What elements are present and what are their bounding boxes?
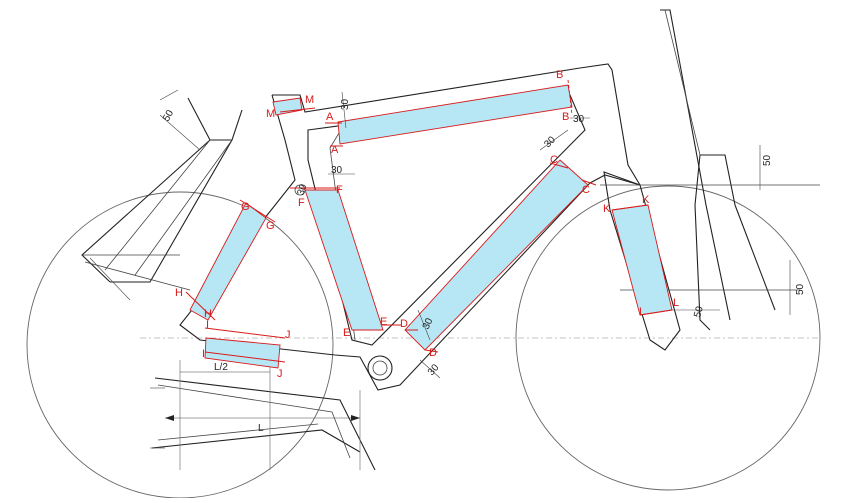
label-g-left: G [241, 201, 250, 213]
label-b-top: B [556, 69, 563, 81]
dim-length: L [258, 423, 264, 434]
label-j-bottom: J [277, 368, 283, 380]
seat-tube-zone [304, 189, 384, 331]
fork-zone [611, 204, 673, 316]
dim-30-bb-lower: 30 [426, 362, 442, 378]
label-g-right: G [266, 220, 275, 232]
label-b-bottom: B [562, 111, 569, 123]
dim-50-fork-bottom: 50 [795, 283, 806, 295]
label-j-top: J [285, 329, 291, 341]
dim-30-down-tube-top: 30 [542, 134, 558, 150]
dim-30-top-tube: 30 [340, 98, 351, 110]
chainstay-detail [150, 360, 376, 471]
label-l-right: L [673, 297, 679, 309]
label-a-bottom: A [331, 144, 339, 156]
label-c-bottom: C [582, 184, 590, 196]
label-m-right: M [305, 94, 314, 106]
dim-30-seat-tube: 30 [331, 165, 343, 176]
label-f-right: F [336, 184, 343, 196]
seat-stay-zone [189, 202, 267, 321]
front-wheel [515, 185, 821, 491]
dim-30-bb-upper: 30 [421, 316, 436, 331]
label-h-left: H [175, 287, 183, 299]
top-tube-zone [337, 84, 573, 145]
dimension-leaders [328, 91, 590, 379]
label-i-top: I [206, 319, 209, 331]
dim-50-rear: 50 [161, 108, 176, 124]
chainstay-zone [204, 337, 281, 369]
label-f-left: F [298, 197, 305, 209]
reference-lines [185, 79, 673, 363]
label-e-right: E [380, 316, 387, 328]
dim-half-length: L/2 [214, 362, 228, 373]
dim-50-fork-top: 50 [762, 154, 773, 166]
label-e-left: E [343, 327, 350, 339]
label-k-right: K [642, 194, 650, 206]
front-fork [600, 9, 820, 351]
label-d-top: D [400, 318, 408, 330]
seat-cluster-zone [272, 97, 303, 116]
point-labels: A A B B C C D D E E F F G G H H I I J J … [175, 69, 679, 380]
dim-30-seat-stay: 30 [295, 182, 309, 197]
dim-50-fork-mid: 50 [692, 305, 706, 319]
label-i-bottom: I [202, 348, 205, 360]
label-m-left: M [266, 108, 275, 120]
dimension-values: 30 30 30 30 30 30 30 50 50 50 50 L/2 L [161, 98, 806, 434]
dim-30-head: 30 [573, 114, 585, 125]
label-c-top: C [550, 154, 558, 166]
label-k-left: K [603, 203, 611, 215]
label-a-top: A [326, 111, 334, 123]
label-l-left: L [639, 306, 645, 318]
label-h-right: H [204, 308, 212, 320]
bottom-bracket [367, 355, 393, 381]
rear-fork-stays [81, 89, 243, 301]
label-d-bottom: D [429, 347, 437, 359]
